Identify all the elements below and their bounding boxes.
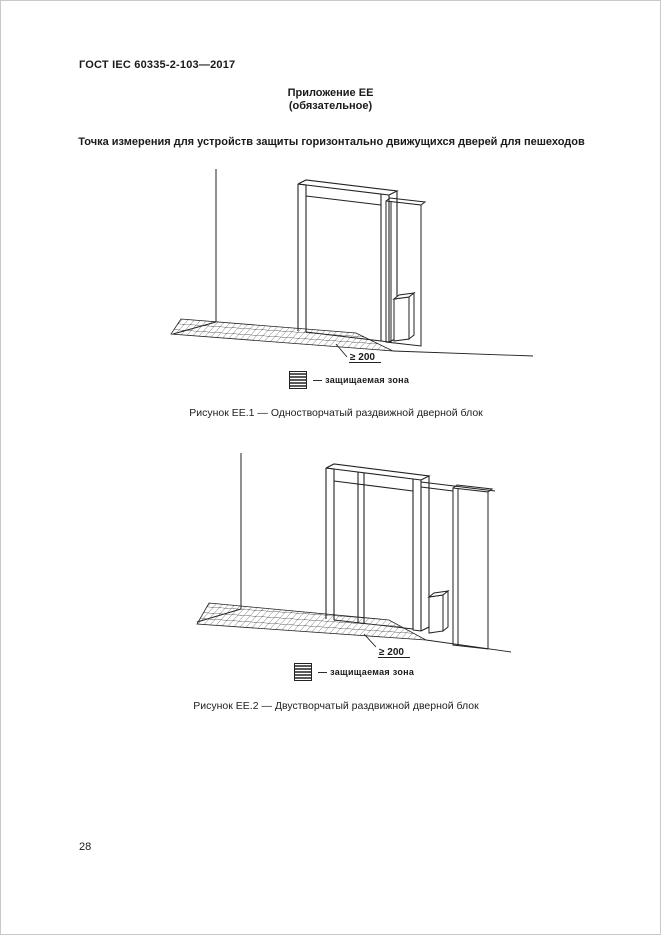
legend-label: — защищаемая зона (313, 375, 410, 385)
protected-zone-hatch (196, 602, 427, 641)
legend-ee1: — защищаемая зона (289, 371, 409, 389)
figure-ee2-caption: Рисунок ЕЕ.2 — Двустворчатый раздвижной … (193, 700, 479, 712)
dimension: ≥ 200 (363, 633, 410, 658)
page-number: 28 (79, 841, 92, 853)
dimension-label: ≥ 200 (379, 647, 404, 658)
floor-lines (305, 331, 534, 357)
door-threshold-line (305, 331, 382, 342)
legend-ee2: — защищаемая зона (294, 663, 414, 681)
swatch-hatch-lines (290, 373, 306, 387)
dimension: ≥ 200 (335, 343, 381, 363)
door-leaf (452, 484, 494, 650)
hatched-zone-swatch-icon (294, 663, 312, 681)
legend-label: — защищаемая зона (318, 667, 415, 677)
protected-zone-hatch (170, 318, 394, 352)
figure-ee1-drawing: ≥ 200 (170, 169, 534, 363)
figure-ee1: ≥ 200 — защищаемая зона Рисунок ЕЕ.1 — О… (131, 164, 541, 434)
door-leaf-top-depth (385, 197, 427, 206)
floor-lines (333, 619, 512, 653)
frame-header-top (297, 183, 390, 196)
swatch-hatch-lines (295, 665, 311, 679)
frame-depth-right (420, 476, 430, 632)
frame-depth-top (325, 463, 431, 481)
wall-corner (172, 169, 217, 335)
figure-ee1-caption: Рисунок ЕЕ.1 — Одностворчатый раздвижной… (189, 407, 483, 419)
frame-header-bottom (305, 195, 382, 206)
door-leaf-face (385, 200, 422, 347)
appendix-title: Приложение ЕЕ (287, 87, 374, 99)
dimension-leader-line (335, 343, 348, 358)
section-title: Точка измерения для устройств защиты гор… (78, 136, 585, 148)
sensor-box-side (408, 291, 415, 341)
hatched-zone-swatch-icon (289, 371, 307, 389)
door-threshold-line (333, 619, 414, 630)
floor-line-right (425, 639, 512, 653)
floor-line-right (392, 350, 534, 357)
sensor-box-front (428, 594, 444, 634)
frame-header-top (325, 467, 422, 481)
door-leaf-face (452, 487, 489, 650)
wall-corner (196, 453, 242, 623)
protected-zone (170, 318, 394, 352)
protected-zone (196, 602, 427, 641)
appendix-subtitle: (обязательное) (288, 100, 373, 112)
figure-ee2: ≥ 200 — защищаемая зона Рисунок ЕЕ.2 — Д… (131, 451, 541, 721)
document-header: ГОСТ IEC 60335-2-103—2017 (79, 59, 236, 71)
door-leaf-top-depth (452, 484, 494, 493)
frame-header-bottom (333, 480, 414, 492)
door-leaf (385, 197, 427, 347)
sensor-box (392, 291, 416, 342)
door-frame (297, 179, 399, 343)
frame-right-jamb-bottom (412, 629, 422, 632)
figure-ee2-drawing: ≥ 200 (196, 453, 512, 658)
sensor-box-front (393, 296, 410, 342)
track-line-top (420, 481, 496, 492)
door-track (420, 481, 496, 492)
appendix-title-block: Приложение ЕЕ (обязательное) (1, 87, 660, 113)
sensor-box-side (442, 589, 449, 633)
door-frame (325, 463, 431, 632)
dimension-label: ≥ 200 (350, 352, 375, 363)
dimension-leader-line (363, 633, 377, 648)
frame-depth-top (297, 179, 399, 196)
sensor-box (427, 589, 450, 634)
track-line-bottom (420, 486, 454, 492)
